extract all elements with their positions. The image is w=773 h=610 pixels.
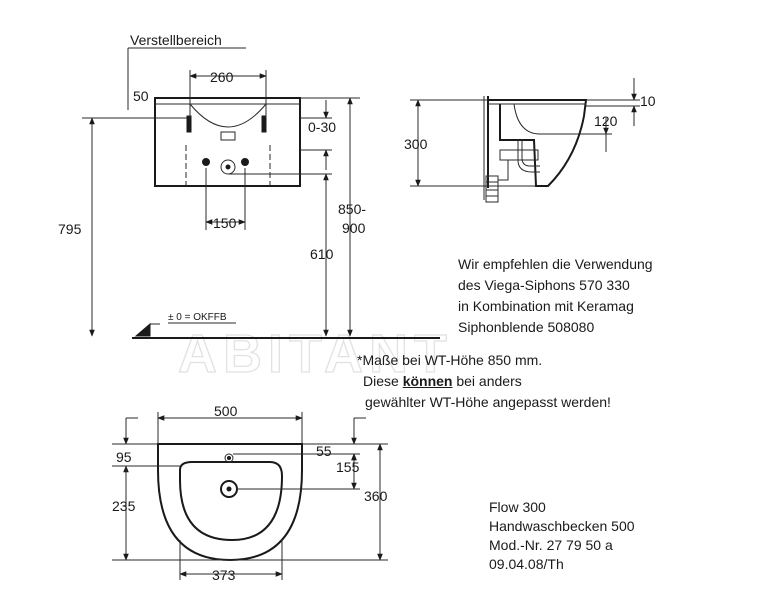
title-line: 09.04.08/Th <box>489 556 564 572</box>
side-view: 300 10 120 <box>404 78 656 203</box>
dim-side-300: 300 <box>404 136 428 152</box>
footnote-line-3: gewählter WT-Höhe angepasst werden! <box>365 394 611 410</box>
right-mounting-bolt <box>261 115 267 133</box>
basin-front-outline <box>154 97 301 187</box>
footnote-prefix: Diese <box>363 373 403 389</box>
dim-0-30: 0-30 <box>308 119 336 135</box>
floor-reference-label: ± 0 = OKFFB <box>168 312 227 323</box>
dim-850: 850- <box>338 201 366 217</box>
dim-plan-373: 373 <box>212 567 236 583</box>
title-line: Mod.-Nr. 27 79 50 a <box>489 537 613 553</box>
footnote-line-2: Diese können bei anders <box>357 371 611 392</box>
title-line: Flow 300 <box>489 499 546 515</box>
footnote-line-1: *Maße bei WT-Höhe 850 mm. <box>357 352 543 368</box>
dim-50: 50 <box>133 88 149 104</box>
right-fixing-hole <box>241 158 249 166</box>
dim-plan-55: 55 <box>316 443 332 459</box>
dim-plan-500: 500 <box>214 403 238 419</box>
dim-plan-360: 360 <box>364 488 388 504</box>
plan-view: 500 95 235 55 155 360 373 <box>112 403 388 583</box>
siphon-recommendation: Wir empfehlen die Verwendung des Viega-S… <box>458 254 653 338</box>
dim-150: 150 <box>213 215 237 231</box>
dim-plan-235: 235 <box>112 498 136 514</box>
dim-610: 610 <box>310 246 334 262</box>
adjust-range-label: Verstellbereich <box>130 32 222 48</box>
dim-side-120: 120 <box>594 113 618 129</box>
dim-plan-155: 155 <box>336 459 360 475</box>
siphon <box>521 140 540 167</box>
left-fixing-hole <box>202 158 210 166</box>
dim-260: 260 <box>210 69 234 85</box>
footnote-keyword: können <box>402 373 453 389</box>
left-mounting-bolt <box>186 115 192 133</box>
footnote-suffix: bei anders <box>452 373 522 389</box>
dimension-footnote: *Maße bei WT-Höhe 850 mm. Diese können b… <box>357 350 611 413</box>
basin-side-profile <box>488 99 588 187</box>
tap-hole <box>224 453 234 463</box>
basin-plan-bowl <box>179 461 284 542</box>
watermark: ABITANT <box>178 324 453 384</box>
dim-plan-95: 95 <box>116 449 132 465</box>
dim-900: 900 <box>342 220 366 236</box>
title-block: Flow 300 Handwaschbecken 500 Mod.-Nr. 27… <box>489 498 635 574</box>
recommendation-line: Siphonblende 508080 <box>458 319 595 335</box>
recommendation-line: des Viega-Siphons 570 330 <box>458 277 630 293</box>
dim-side-10: 10 <box>640 93 656 109</box>
recommendation-line: Wir empfehlen die Verwendung <box>458 256 653 272</box>
recommendation-line: in Kombination mit Keramag <box>458 298 634 314</box>
dim-795: 795 <box>58 221 82 237</box>
title-line: Handwaschbecken 500 <box>489 518 635 534</box>
front-view: Verstellbereich 50 260 150 <box>58 32 440 339</box>
